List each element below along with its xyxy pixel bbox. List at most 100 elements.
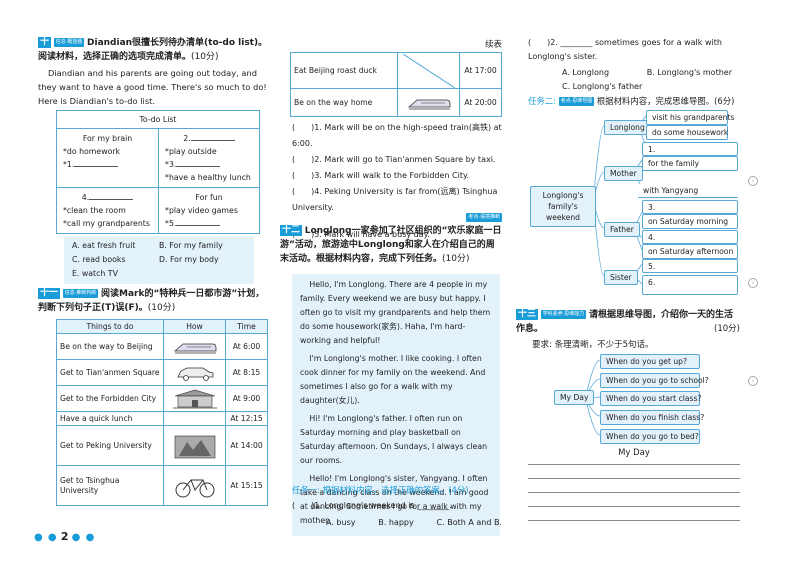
branch-mother: Mother [604,166,643,181]
leaf-blank-2-with-yangyang[interactable]: with Yangyang [638,184,738,198]
statement4-tag: 考点·语境推断 [466,213,502,222]
taxi-icon [176,367,213,381]
table-row: Be on the way home At 20:00 [290,88,502,117]
todo-line-blank-5: *5. [165,217,253,230]
q10-header: 十 信息·概括题 Diandian很擅长列待办清单(to-do list)。阅读… [38,36,270,64]
task1-question-2[interactable]: ( )2. ________ sometimes goes for a walk… [528,38,722,61]
q1-option-a[interactable]: A. busy [326,518,356,527]
todo-line: *have a healthy lunch [165,173,251,182]
table-row: Eat Beijing roast duck At 17:00 [290,52,502,89]
question-go-to-bed: When do you go to bed? [600,429,700,444]
family-mindmap: Longlong's family's weekend Longlong Mot… [528,108,760,298]
question-get-up: When do you get up? [600,354,700,369]
todo-line: *play video games [165,206,238,215]
q12-title: Longlong一家参加了社区组织的“欢乐家庭一日游”活动，旅游途中Longlo… [280,226,502,264]
q13-header: 十三 学科素养·思维能力 请根据思维导图，介绍你一天的生活作息。 [516,308,740,336]
question-go-to-school: When do you go to school? [600,373,709,388]
myday-mindmap: My Day When do you get up? When do you g… [528,350,760,446]
table-row: Be on the way to Beijing At 6:00 [56,333,268,360]
train-icon [407,99,450,109]
branch-sister: Sister [604,270,638,285]
writing-line[interactable] [528,492,740,493]
q10-score: (10分) [191,52,219,62]
q11-score: (10分) [147,303,176,313]
todo-line: *call my grandparents [63,219,150,228]
right-column: ( )2. ________ sometimes goes for a walk… [516,0,760,569]
binding-hole-icon: ◦ [748,376,758,386]
leaf-blank-3[interactable]: 3. [642,200,738,214]
answer-blank-2[interactable] [190,132,235,141]
todo-cell-head: For fun [195,193,223,202]
q13-requirement: 要求: 条理清晰，不少于5句话。 [532,340,654,350]
page-footer: ● ● 2 ● ● [34,530,96,543]
tf-statement-1[interactable]: ( )1. Mark will be on the high-speed tra… [292,123,502,148]
leaf-blank-6[interactable]: 6. [642,275,738,295]
table-row: Get to Peking University At 14:00 [56,425,268,466]
writing-area[interactable] [528,458,740,528]
q12-header: 十二 Longlong一家参加了社区组织的“欢乐家庭一日游”活动，旅游途中Lon… [280,224,502,266]
question-finish-class: When do you finish class? [600,410,704,425]
option-d: D. For my body [159,255,219,264]
q11-header: 十一 信息·推断判断 阅读Mark的“特种兵一日都市游”计划，判断下列句子正(T… [38,287,270,315]
todo-cell-brain: For my brain *do homework *1. [55,128,160,188]
q1-option-b[interactable]: B. happy [378,518,414,527]
answer-blank-3[interactable] [176,158,221,167]
branch-longlong: Longlong [604,120,651,135]
trip-plan-table: Things to do How Time Be on the way to B… [56,319,268,506]
task1-q1-options: A. busy B. happy C. Both A and B. [326,518,502,527]
q12-number: 十二 [280,225,303,236]
writing-line[interactable] [528,464,740,465]
q11-tag: 信息·推断判断 [62,289,99,298]
todo-cell-fun: For fun *play video games *5. [158,187,260,234]
todo-line: *do homework [63,147,121,156]
todo-list-title: To-do List [56,110,260,129]
leaf-housework: do some housework [646,125,728,140]
question-start-class: When do you start class? [600,391,701,406]
myday-center: My Day [554,390,595,405]
task1-question-1[interactable]: ( )1. Longlong's weekend is ________. [292,501,452,510]
leaf-blank-1[interactable]: 1. [642,142,738,156]
writing-line[interactable] [528,520,740,521]
writing-line[interactable] [528,506,740,507]
option-a: A. eat fresh fruit [72,241,136,250]
table-row: Get to Tian'anmen Square At 8:15 [56,359,268,386]
todo-cell-2: 2. *play outside *3. *have a healthy lun… [158,128,260,188]
col-header-time: Time [225,319,268,334]
q12-score: (10分) [442,254,470,264]
task1-title: 任务一: 根据材料内容，选择正确的答案。(4分) [292,485,469,495]
answer-blank-5[interactable] [176,217,221,226]
answer-blank-1[interactable] [74,158,119,167]
answer-blank-4[interactable] [89,191,134,200]
leaf-blank-4[interactable]: 4. [642,230,738,244]
q2-option-b[interactable]: B. Longlong's mother [646,68,732,77]
leaf-saturday-morning: on Saturday morning [642,214,738,229]
leaf-for-family: for the family [642,156,738,171]
q13-title: 请根据思维导图，介绍你一天的生活作息。 [516,310,734,334]
mindmap-center: Longlong's family's weekend [530,186,596,227]
todo-cell-head-blank-2: 2. [165,132,253,145]
tf-statement-3[interactable]: ( )3. Mark will walk to the Forbidden Ci… [292,171,470,180]
q2-option-c[interactable]: C. Longlong's father [562,82,643,91]
paragraph-father: Hi! I'm Longlong's father. I often run o… [300,414,488,465]
q1-option-c[interactable]: C. Both A and B. [436,518,502,527]
paragraph-mother: I'm Longlong's mother. I like cooking. I… [300,354,486,405]
middle-column: 续表 Eat Beijing roast duck At 17:00 Be on… [280,0,502,569]
table-row: Have a quick lunch At 12:15 [56,411,268,426]
continued-label: 续表 [484,40,502,50]
q12-reading-box: Hello, I'm Longlong. There are 4 people … [292,274,500,536]
todo-list-table: To-do List For my brain *do homework *1.… [55,110,260,234]
paragraph-sister: Hello! I'm Longlong's sister, Yangyang. … [300,474,489,525]
writing-line[interactable] [528,478,740,479]
leaf-blank-5[interactable]: 5. [642,259,738,273]
q13-tag: 学科素养·思维能力 [540,310,587,319]
table-row: Get to the Forbidden City At 9:00 [56,385,268,412]
option-b: B. For my family [159,241,223,250]
tf-statement-2[interactable]: ( )2. Mark will go to Tian'anmen Square … [292,155,496,164]
todo-line-blank-3: *3. [165,158,253,171]
q2-option-a[interactable]: A. Longlong [562,68,610,77]
tf-statement-4[interactable]: ( )4. Peking University is far from(远离) … [292,187,498,212]
task1-q2-options: A. Longlong B. Longlong's mother C. Long… [562,66,732,94]
branch-father: Father [604,222,640,237]
todo-line: *clean the room [63,206,126,215]
tf-statement-5[interactable]: ( )5. Mark will have a busy day. [292,230,430,239]
